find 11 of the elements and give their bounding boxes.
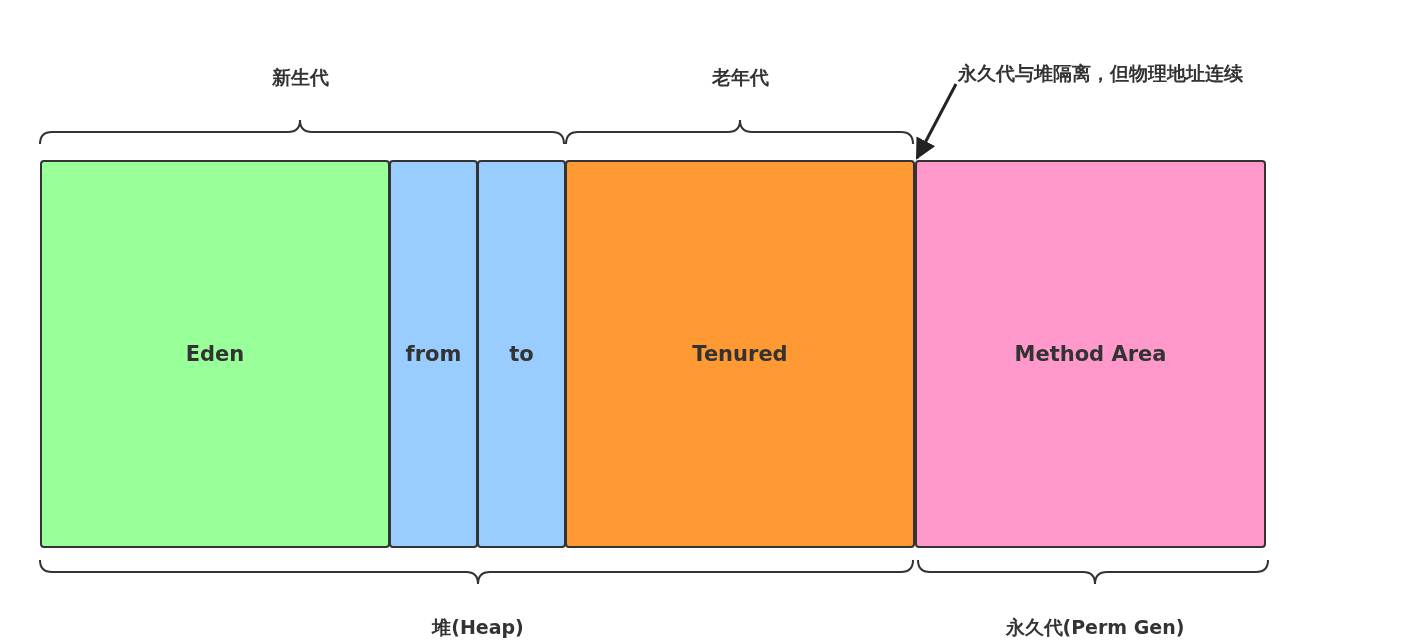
memory-region-box: to (477, 160, 566, 548)
brace-label: 永久代(Perm Gen) (1005, 616, 1185, 638)
brace-label: 老年代 (711, 66, 769, 88)
leader-arrow (915, 83, 958, 160)
memory-region-box: Tenured (565, 160, 915, 548)
brace-label: 堆(Heap) (432, 616, 524, 638)
memory-region-box: from (389, 160, 478, 548)
brace-label: 新生代 (271, 66, 329, 88)
annotation-text: 永久代与堆隔离，但物理地址连续 (958, 60, 1243, 86)
memory-region-box: Method Area (915, 160, 1266, 548)
memory-region-box: Eden (40, 160, 390, 548)
